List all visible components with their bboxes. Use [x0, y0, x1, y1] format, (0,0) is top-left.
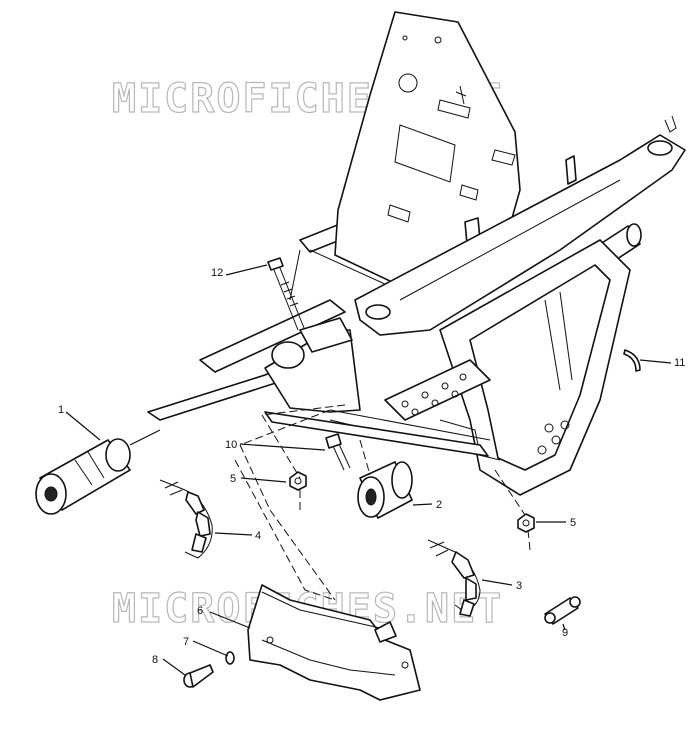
bolt-10 — [325, 433, 351, 471]
callout-4: 4 — [255, 530, 261, 542]
bolt-12 — [267, 257, 305, 331]
callout-6: 6 — [197, 605, 203, 617]
bumper-2 — [357, 461, 413, 519]
callout-7: 7 — [183, 636, 189, 648]
nut-5-right — [517, 513, 535, 533]
callout-9: 9 — [562, 627, 568, 639]
callout-1: 1 — [58, 404, 64, 416]
callout-12: 12 — [211, 267, 223, 279]
washer-7 — [225, 651, 235, 665]
callout-11: 11 — [674, 357, 685, 369]
callout-2: 2 — [436, 499, 442, 511]
nut-5-left — [289, 471, 307, 491]
bumper-1 — [35, 429, 161, 515]
callout-8: 8 — [152, 654, 158, 666]
assembly-lines — [234, 404, 531, 601]
callout-10: 10 — [225, 439, 237, 451]
bolt-8 — [183, 664, 214, 688]
front-cross-rail — [264, 411, 489, 457]
leader-lines — [65, 264, 672, 676]
front-hoop — [439, 239, 631, 496]
callout-5-left: 5 — [230, 473, 236, 485]
upright-plate — [334, 11, 521, 301]
chain-4 — [159, 479, 213, 559]
left-side-arm — [147, 317, 501, 461]
callout-numbers: 1 2 3 4 5 5 6 7 8 9 10 11 12 — [58, 267, 685, 666]
perforated-brace — [384, 359, 491, 421]
callout-3: 3 — [516, 580, 522, 592]
top-crossbar — [354, 115, 686, 336]
bracket-6 — [247, 584, 421, 701]
clip-11 — [623, 349, 641, 372]
pin-9 — [544, 596, 581, 625]
callout-5-right: 5 — [570, 517, 576, 529]
chain-3 — [427, 539, 481, 617]
